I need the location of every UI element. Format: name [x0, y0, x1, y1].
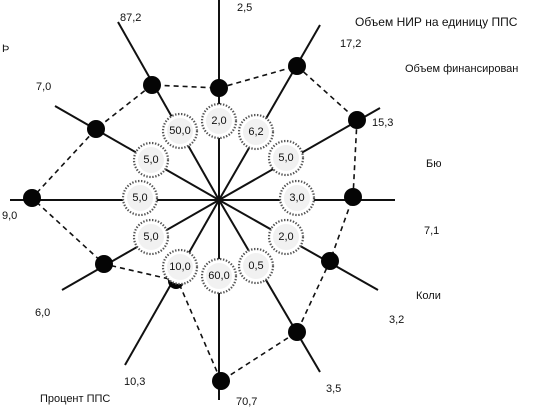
axis-value-label: 7,0 — [36, 81, 51, 93]
axes-layer — [10, 0, 395, 400]
data-point — [288, 57, 306, 75]
data-point — [344, 188, 362, 206]
axis-value-label: 87,2 — [120, 12, 141, 24]
edge-mark: Þ — [2, 43, 9, 55]
axis-line-nw-2 — [117, 21, 220, 201]
axis-value-label: 7,1 — [424, 225, 439, 237]
axis-value-label: 3,5 — [326, 383, 341, 395]
data-point — [95, 255, 113, 273]
ring-nw1: 5,0 — [132, 141, 170, 179]
axis-name-fragment: Бю — [426, 158, 441, 170]
ring-sw2: 5,0 — [132, 218, 170, 256]
axis-name-fragment: Процент ППС — [40, 393, 110, 405]
profile-polyline — [30, 65, 358, 383]
ring-nw2: 50,0 — [161, 112, 199, 150]
ring-value: 50,0 — [169, 125, 190, 137]
ring-value: 5,0 — [143, 231, 158, 243]
ring-se1: 2,0 — [267, 218, 305, 256]
axis-line-se-2 — [218, 199, 321, 373]
axis-value-label: 15,3 — [372, 117, 393, 129]
axis-line-ne-1 — [218, 24, 321, 201]
data-point — [143, 76, 161, 94]
axis-value-label: 3,2 — [389, 314, 404, 326]
ring-value: 60,0 — [208, 270, 229, 282]
ring-value: 5,0 — [278, 152, 293, 164]
axis-value-label: 70,7 — [236, 396, 257, 408]
data-point — [87, 120, 105, 138]
axis-value-label: 17,2 — [340, 38, 361, 50]
axis-value-label: 2,5 — [237, 2, 252, 14]
ring-value: 5,0 — [143, 154, 158, 166]
axis-name-fragment: Коли — [416, 290, 441, 302]
rings-layer: 2,0 6,2 5,0 3,0 2,0 0,5 60,0 10,0 — [121, 102, 316, 295]
axis-value-label: 9,0 — [2, 210, 17, 222]
ring-n: 2,0 — [200, 102, 238, 140]
ring-ne2: 5,0 — [267, 139, 305, 177]
ring-s: 60,0 — [200, 257, 238, 295]
data-point — [23, 189, 41, 207]
chart-title: Объем НИР на единицу ППС — [355, 15, 518, 29]
axis-value-label: 6,0 — [35, 307, 50, 319]
ring-sw1: 10,0 — [161, 248, 199, 286]
ring-value: 2,0 — [211, 115, 226, 127]
data-point — [210, 79, 228, 97]
axis-name-fragment: Объем финансирован — [405, 63, 518, 75]
ring-value: 0,5 — [248, 260, 263, 272]
ring-e: 3,0 — [278, 179, 316, 217]
ring-se2: 0,5 — [237, 247, 275, 285]
ring-w: 5,0 — [121, 179, 159, 217]
dots-layer — [23, 57, 366, 390]
ring-value: 3,0 — [289, 192, 304, 204]
ring-value: 10,0 — [169, 261, 190, 273]
data-point — [288, 323, 306, 341]
ring-value: 2,0 — [278, 231, 293, 243]
data-point — [212, 372, 230, 390]
labels-layer: 2,5 17,2 15,3 7,1 3,2 3,5 70,7 10,3 6,0 … — [2, 2, 518, 408]
axis-value-label: 10,3 — [124, 376, 145, 388]
data-point — [348, 111, 366, 129]
ring-value: 6,2 — [248, 126, 263, 138]
ring-value: 5,0 — [132, 192, 147, 204]
ring-ne1: 6,2 — [237, 113, 275, 151]
data-point — [321, 252, 339, 270]
